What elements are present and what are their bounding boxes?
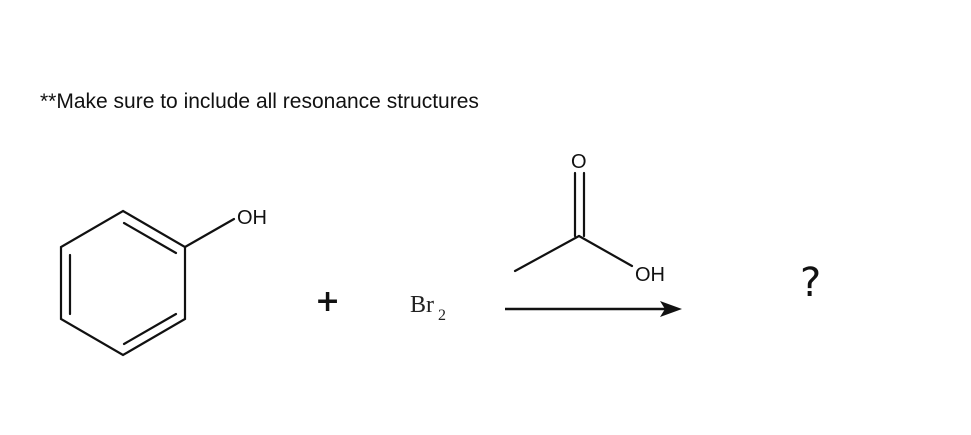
- c-oh-bond: [577, 234, 634, 268]
- acid-oh-label: OH: [635, 264, 665, 286]
- carbonyl-o-label: O: [571, 151, 587, 173]
- arrowhead-icon: [660, 301, 682, 317]
- double-bond-inner-bottom: [122, 312, 178, 346]
- benzene-ring: [59, 209, 187, 357]
- bromine-subscript: 2: [438, 307, 446, 324]
- unknown-product-mark: ?: [800, 260, 821, 306]
- methyl-bond: [513, 234, 581, 273]
- bromine-symbol: Br: [410, 292, 434, 318]
- instruction-note: **Make sure to include all resonance str…: [40, 90, 479, 113]
- double-bond-inner-top: [122, 221, 178, 255]
- acetic-acid-structure: [513, 171, 634, 273]
- reaction-arrow: [505, 301, 682, 317]
- plus-sign: +: [315, 284, 340, 319]
- phenol-oh-label: OH: [237, 207, 267, 229]
- phenol-structure: [59, 209, 236, 357]
- c-o-bond: [183, 217, 236, 249]
